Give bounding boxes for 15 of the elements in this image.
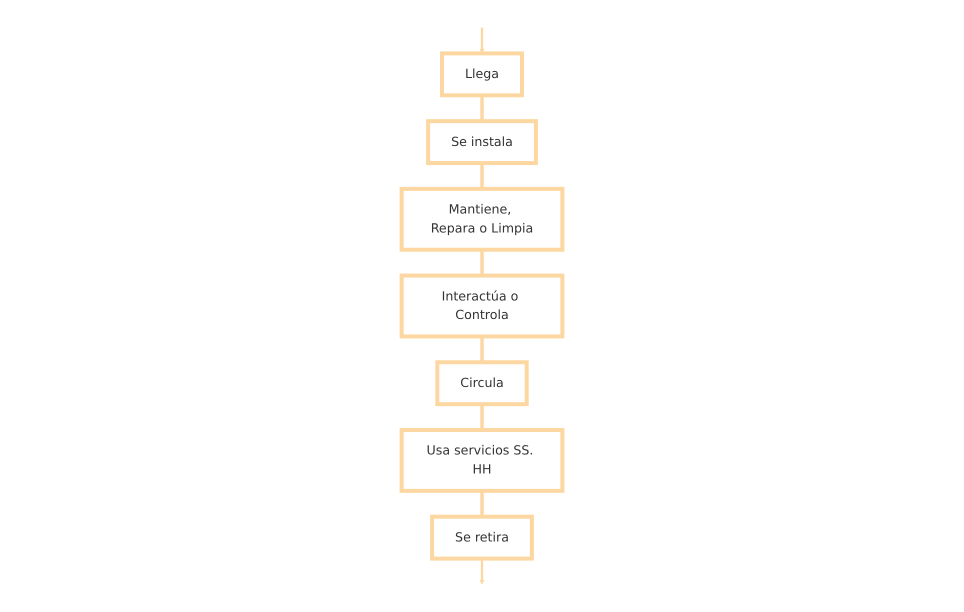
- node-box: Llega: [440, 51, 524, 98]
- arrow: [479, 558, 485, 585]
- node-box: Se instala: [426, 119, 538, 166]
- node-box: Mantiene, Repara o Limpia: [400, 186, 564, 252]
- arrow: [479, 28, 485, 54]
- connector: [480, 250, 484, 276]
- connector: [480, 490, 484, 517]
- node-box: Circula: [435, 360, 529, 406]
- node-box: Interactúa o Controla: [400, 274, 564, 338]
- connector: [480, 95, 484, 122]
- connector: [480, 163, 484, 189]
- connector: [480, 404, 484, 430]
- connector: [480, 336, 484, 362]
- node-box: Se retira: [430, 514, 534, 561]
- node-box: Usa servicios SS. HH: [400, 428, 564, 493]
